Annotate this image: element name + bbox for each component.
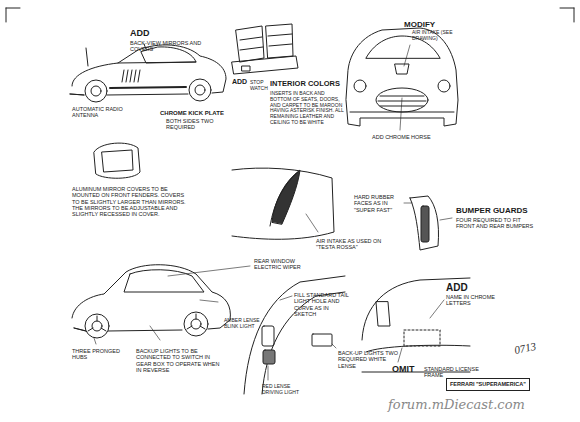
annotation-note: AIR INTAKE AS USED ON "TESTA ROSSA" (316, 238, 390, 251)
annotation-heading: OMIT (392, 364, 422, 374)
annotation-note: HARD RUBBER FACES AS IN "SUPER FAST" (354, 194, 404, 213)
title-text: FERRARI "SUPERAMERICA" (450, 381, 526, 388)
watermark: forum.mDiecast.com (388, 398, 525, 413)
annotation-heading: ADD (130, 28, 170, 38)
annotation-note: AUTOMATIC RADIO ANTENNA (72, 106, 124, 119)
annotation-note: AMBER LENSE BLINK LIGHT (224, 318, 260, 330)
annotation-note: AIR INTAKE (SEE DRAWING) (412, 30, 472, 42)
annotation-note: ALUMINUM MIRROR COVERS TO BE MOUNTED ON … (72, 186, 187, 218)
annotation-note: NAME IN CHROME LETTERS (446, 294, 516, 307)
annotation-note: RED LENSE DRIVING LIGHT (262, 384, 310, 396)
annotation-heading: INTERIOR COLORS (270, 80, 350, 89)
annotation-heading: ADD (232, 78, 252, 86)
annotation-note: REAR WINDOW ELECTRIC WIPER (254, 258, 314, 271)
annotation-heading: ADD (446, 282, 476, 294)
annotation-note: INSERTS IN BACK AND BOTTOM OF SEATS, DOO… (270, 91, 344, 126)
annotation-heading: MODIFY (404, 20, 444, 29)
annotation-heading: CHROME KICK PLATE (160, 110, 240, 117)
annotation-note: BACKUP LIGHTS TO BE CONNECTED TO SWITCH … (136, 348, 226, 373)
annotation-note: FILL STANDARD TAIL LIGHT HOLE AND CURVE … (294, 292, 352, 317)
annotation-note: BACK-VIEW MIRRORS AND COVERS (130, 40, 210, 53)
annotation-note: ADD CHROME HORSE (372, 134, 452, 140)
annotation-note: FOUR REQUIRED TO FIT FRONT AND REAR BUMP… (456, 217, 534, 230)
title-block: FERRARI "SUPERAMERICA" (446, 378, 530, 391)
annotation-note: BACK-UP LIGHTS TWO REQUIRED WHITE LENSE (338, 350, 398, 369)
annotation-note: BOTH SIDES TWO REQUIRED (166, 118, 236, 131)
annotation-heading: BUMPER GUARDS (456, 206, 546, 215)
annotation-note: THREE PRONGED HUBS (72, 348, 130, 361)
annotation-note: STANDARD LICENSE FRAME (424, 366, 480, 379)
sheet-number: 0713 (513, 336, 555, 357)
